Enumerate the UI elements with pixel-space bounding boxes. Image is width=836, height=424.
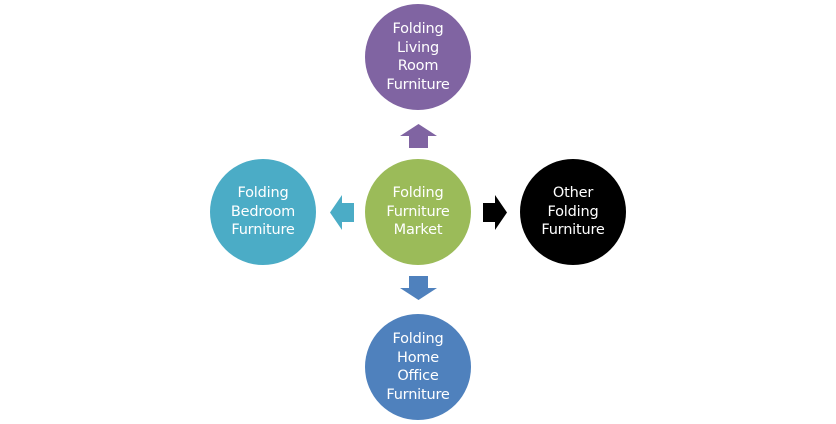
hub-node-label: Folding Furniture Market [386, 185, 450, 239]
arrow-down-shape [400, 276, 437, 300]
arrow-left-icon [330, 195, 354, 230]
node-folding-bedroom-furniture: Folding Bedroom Furniture [210, 159, 316, 265]
arrow-right-icon [483, 195, 507, 230]
node-folding-home-office-furniture: Folding Home Office Furniture [365, 314, 471, 420]
node-folding-living-room-furniture: Folding Living Room Furniture [365, 4, 471, 110]
node-label: Folding Living Room Furniture [386, 21, 450, 93]
arrow-up-icon [400, 124, 437, 148]
arrow-up-shape [400, 124, 437, 148]
hub-node-folding-furniture-market: Folding Furniture Market [365, 159, 471, 265]
arrow-left-shape [330, 195, 354, 230]
node-label: Folding Bedroom Furniture [230, 185, 296, 239]
arrow-down-icon [400, 276, 437, 300]
node-other-folding-furniture: Other Folding Furniture [520, 159, 626, 265]
node-label: Other Folding Furniture [541, 185, 605, 239]
arrow-right-shape [483, 195, 507, 230]
node-label: Folding Home Office Furniture [386, 331, 450, 403]
